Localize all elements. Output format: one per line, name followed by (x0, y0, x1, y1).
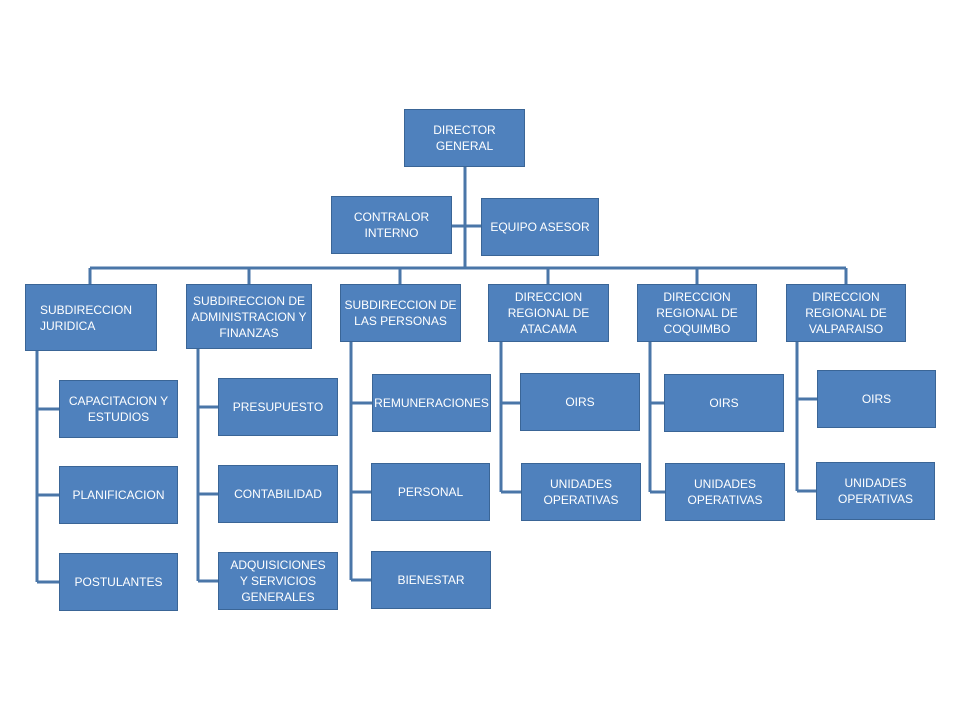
unit-postulantes: POSTULANTES (59, 553, 178, 611)
unit-oirs-coquimbo: OIRS (664, 374, 784, 432)
unit-capacitacion-estudios: CAPACITACION Y ESTUDIOS (59, 380, 178, 438)
unit-unidades-operativas-atacama: UNIDADES OPERATIVAS (521, 463, 641, 521)
unit-remuneraciones: REMUNERACIONES (372, 374, 491, 432)
contralor-interno-box: CONTRALOR INTERNO (331, 196, 452, 254)
unit-unidades-operativas-valparaiso: UNIDADES OPERATIVAS (816, 462, 935, 520)
unit-bienestar: BIENESTAR (371, 551, 491, 609)
head-direccion-valparaiso: DIRECCION REGIONAL DE VALPARAISO (786, 284, 906, 342)
head-subdireccion-administracion-finanzas: SUBDIRECCION DE ADMINISTRACION Y FINANZA… (186, 284, 312, 349)
unit-unidades-operativas-coquimbo: UNIDADES OPERATIVAS (665, 463, 785, 521)
unit-planificacion: PLANIFICACION (59, 466, 178, 524)
head-subdireccion-personas: SUBDIRECCION DE LAS PERSONAS (340, 284, 461, 342)
director-general-box: DIRECTOR GENERAL (404, 109, 525, 167)
unit-contabilidad: CONTABILIDAD (218, 465, 338, 523)
head-direccion-atacama: DIRECCION REGIONAL DE ATACAMA (488, 284, 609, 342)
head-direccion-coquimbo: DIRECCION REGIONAL DE COQUIMBO (637, 284, 757, 342)
unit-adquisiciones-servicios-generales: ADQUISICIONES Y SERVICIOS GENERALES (218, 552, 338, 610)
unit-oirs-atacama: OIRS (520, 373, 640, 431)
head-subdireccion-juridica: SUBDIRECCION JURIDICA (25, 284, 157, 351)
unit-oirs-valparaiso: OIRS (817, 370, 936, 428)
equipo-asesor-box: EQUIPO ASESOR (481, 198, 599, 256)
unit-personal: PERSONAL (371, 463, 490, 521)
unit-presupuesto: PRESUPUESTO (218, 378, 338, 436)
